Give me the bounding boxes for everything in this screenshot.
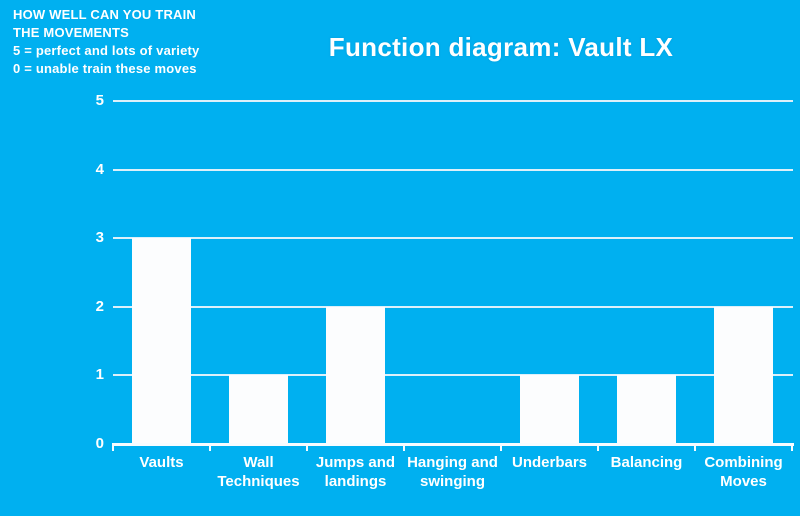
gridline [113,374,793,377]
x-axis-tick [791,443,793,451]
rating-legend-line: HOW WELL CAN YOU TRAIN [13,7,197,22]
bar-vaults [132,238,191,444]
x-axis-category-label: Balancing [610,454,683,471]
y-axis-tick-label: 2 [95,297,104,315]
y-axis-tick-label: 4 [95,160,104,178]
bar-underbars [520,375,579,444]
x-axis-category-label: Jumps and landings [315,454,396,490]
rating-legend-note: HOW WELL CAN YOU TRAIN THE MOVEMENTS 5 =… [13,6,199,78]
gridline [113,100,793,102]
x-axis-category-label: Hanging and swinging [407,454,498,490]
x-axis-tick [112,443,114,451]
x-axis-tick [403,443,405,451]
y-axis-tick-label: 5 [95,92,104,109]
y-axis-tick-label: 3 [95,229,104,247]
y-axis-tick-label: 0 [95,435,104,452]
x-axis-baseline [112,443,794,446]
rating-legend-line: 0 = unable train these moves [13,61,197,76]
x-axis-tick [209,443,211,451]
gridline [113,168,793,171]
gridline [113,305,793,308]
rating-legend-line: 5 = perfect and lots of variety [13,43,200,58]
x-axis-category-label: Combining Moves [704,454,783,490]
rating-legend-line: THE MOVEMENTS [13,25,129,40]
x-axis-category-label: Wall Techniques [217,454,300,490]
x-axis-tick [306,443,308,451]
x-axis-category-label: Underbars [511,454,588,471]
bar-wall-techniques [229,375,288,444]
gridline [113,237,793,240]
x-axis-tick [500,443,502,451]
bar-combining-moves [714,306,773,444]
bar-jumps-and-landings [326,306,385,444]
x-axis-category-label: Vaults [139,454,184,471]
x-axis-tick [597,443,599,451]
y-axis-tick-label: 1 [95,366,104,384]
chart-title: Function diagram: Vault LX [328,32,674,62]
x-axis-tick [694,443,696,451]
bar-balancing [617,375,676,444]
